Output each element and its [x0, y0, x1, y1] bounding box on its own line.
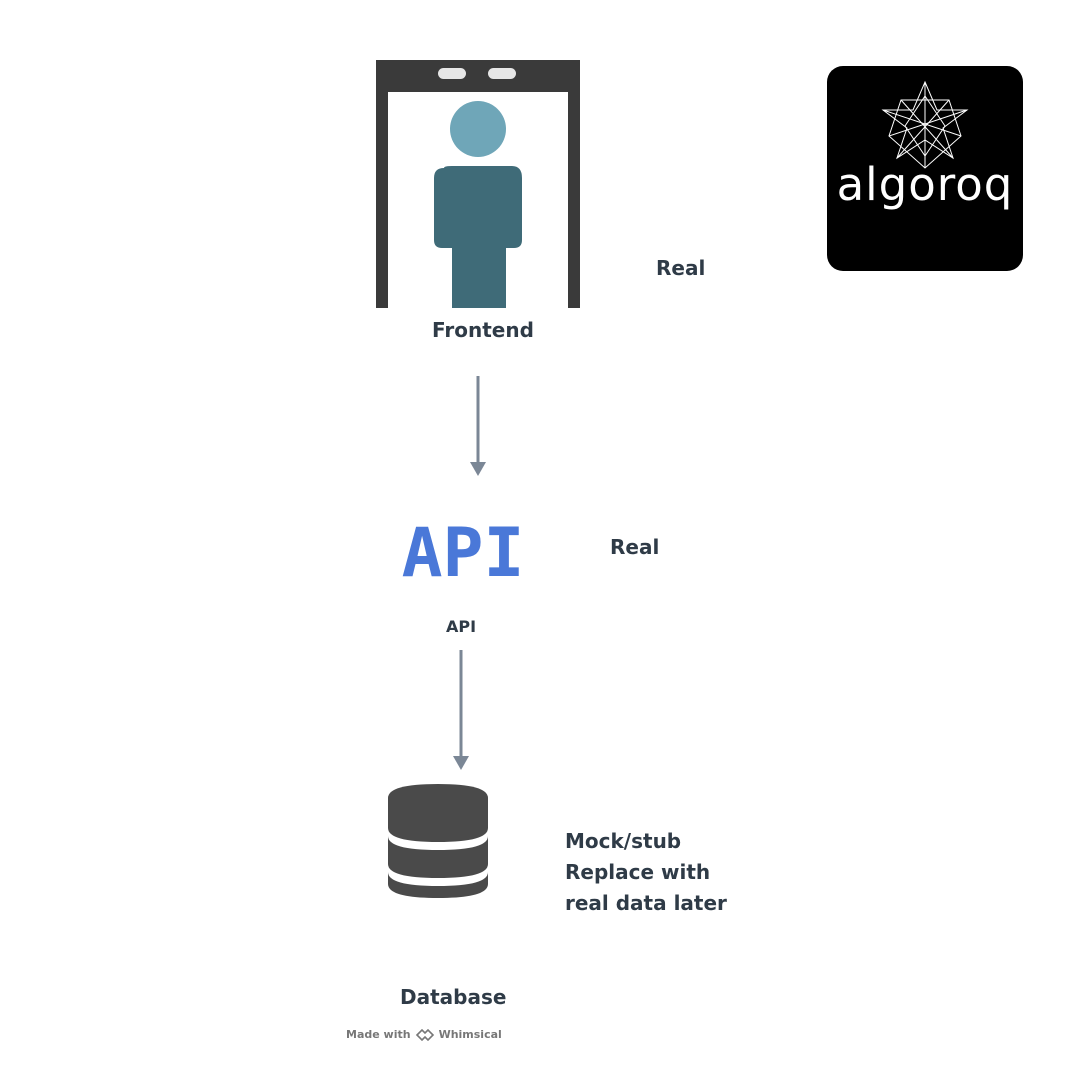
algoroq-logo: algoroq — [827, 66, 1023, 271]
frontend-label: Frontend — [432, 318, 534, 342]
database-note-line: Mock/stub — [565, 829, 682, 853]
api-label: API — [446, 617, 477, 636]
arrow-api-to-database — [453, 650, 469, 770]
api-note: Real — [610, 535, 660, 559]
arrow-frontend-to-api — [470, 376, 486, 476]
database-label: Database — [400, 985, 507, 1009]
frontend-note: Real — [656, 256, 706, 280]
database-icon — [388, 784, 488, 898]
made-with-credit: Made with Whimsical — [346, 1028, 502, 1041]
whimsical-logo-icon — [415, 1028, 434, 1041]
api-icon: API — [402, 514, 525, 582]
whimsical-brand-text: Whimsical — [438, 1028, 502, 1041]
database-note-line: Replace with — [565, 860, 711, 884]
made-with-text: Made with — [346, 1028, 411, 1041]
database-note-line: real data later — [565, 891, 727, 915]
star-polygon-icon — [881, 80, 969, 169]
logo-text: algoroq — [836, 158, 1014, 211]
person-icon — [434, 101, 522, 308]
frontend-gate-icon — [376, 60, 580, 308]
svg-text:API: API — [402, 514, 525, 582]
database-note: Mock/stub Replace with real data later — [565, 826, 727, 919]
